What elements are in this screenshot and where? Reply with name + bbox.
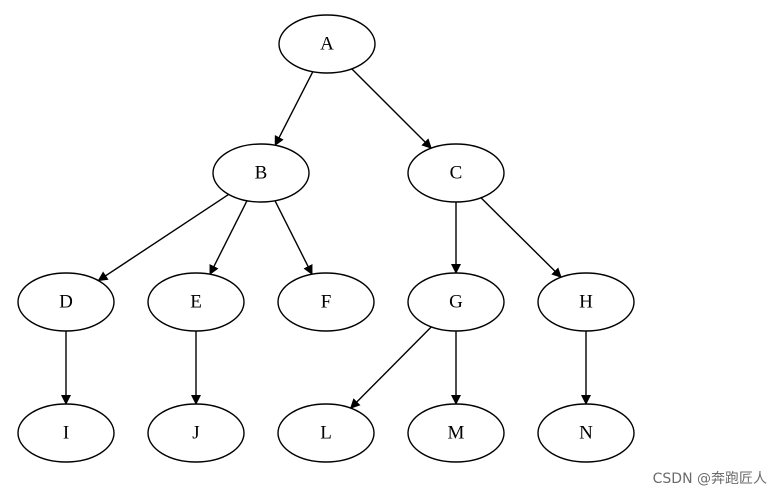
node-label: C xyxy=(450,163,463,184)
node-label: L xyxy=(320,423,332,444)
node-g: G xyxy=(407,272,505,332)
node-label: N xyxy=(579,423,593,444)
node-ellipse xyxy=(17,272,115,332)
node-label: F xyxy=(321,292,332,313)
node-e: E xyxy=(147,272,245,332)
node-label: M xyxy=(448,423,465,444)
node-label: A xyxy=(320,34,334,55)
node-h: H xyxy=(537,272,635,332)
node-ellipse xyxy=(407,403,505,463)
node-ellipse xyxy=(212,143,310,203)
node-m: M xyxy=(407,403,505,463)
edge-a-c xyxy=(351,68,432,149)
node-ellipse xyxy=(278,14,376,74)
node-j: J xyxy=(147,403,245,463)
node-ellipse xyxy=(147,403,245,463)
node-n: N xyxy=(537,403,635,463)
node-l: L xyxy=(277,403,375,463)
edge-b-f xyxy=(274,200,313,276)
node-ellipse xyxy=(407,143,505,203)
node-f: F xyxy=(277,272,375,332)
node-b: B xyxy=(212,143,310,203)
node-label: E xyxy=(190,292,202,313)
node-i: I xyxy=(17,403,115,463)
node-ellipse xyxy=(277,272,375,332)
node-ellipse xyxy=(537,272,635,332)
node-label: D xyxy=(59,292,73,313)
node-c: C xyxy=(407,143,505,203)
edge-c-h xyxy=(480,197,562,278)
node-ellipse xyxy=(147,272,245,332)
node-a: A xyxy=(278,14,376,74)
edge-a-b xyxy=(274,71,314,147)
node-ellipse xyxy=(277,403,375,463)
node-ellipse xyxy=(407,272,505,332)
node-ellipse xyxy=(17,403,115,463)
node-label: G xyxy=(449,292,463,313)
watermark-text: CSDN @奔跑匠人 xyxy=(652,471,767,487)
node-label: B xyxy=(255,163,268,184)
node-ellipse xyxy=(537,403,635,463)
node-d: D xyxy=(17,272,115,332)
edge-g-l xyxy=(349,326,432,409)
node-label: H xyxy=(579,292,593,313)
node-label: I xyxy=(63,423,69,444)
edge-b-d xyxy=(97,193,230,282)
edge-b-e xyxy=(209,200,248,276)
node-label: J xyxy=(192,423,199,444)
